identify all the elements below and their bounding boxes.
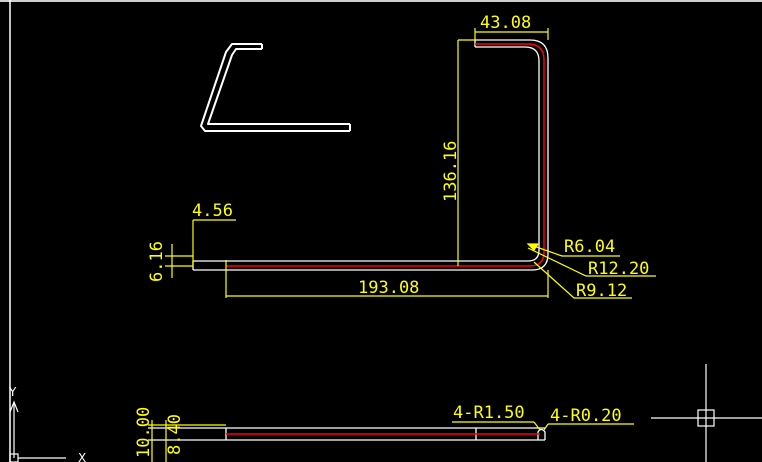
bent-bar-centerline: [226, 43, 545, 267]
dim-bottom-length[interactable]: 193.08: [358, 278, 419, 298]
bottom-view-dimension-lines: [148, 420, 634, 462]
dim-left-small-height[interactable]: 6.16: [147, 241, 167, 282]
ucs-y-label: Y: [8, 385, 17, 399]
ucs-axis-icon: [9, 400, 66, 462]
dim-radius-1[interactable]: R6.04: [564, 237, 615, 257]
bent-bar-outline[interactable]: [192, 39, 549, 271]
bottom-label-left[interactable]: 4-R1.50: [453, 403, 525, 423]
bottom-label-right[interactable]: 4-R0.20: [550, 406, 622, 426]
ucs-x-label: X: [78, 451, 86, 462]
part-preview-sketch[interactable]: [200, 43, 351, 132]
dim-top-width[interactable]: 43.08: [480, 13, 531, 33]
dim-left-small-width[interactable]: 4.56: [192, 201, 233, 221]
dim-radius-3[interactable]: R9.12: [576, 281, 627, 301]
bottom-height-inner[interactable]: 8.40: [165, 414, 185, 455]
dim-vertical-height[interactable]: 136.16: [441, 141, 461, 202]
dimension-lines: [165, 28, 656, 299]
dim-radius-2[interactable]: R12.20: [588, 259, 649, 279]
bottom-height-outer[interactable]: 10.00: [134, 407, 154, 458]
crosshair-cursor-icon: [651, 364, 762, 462]
